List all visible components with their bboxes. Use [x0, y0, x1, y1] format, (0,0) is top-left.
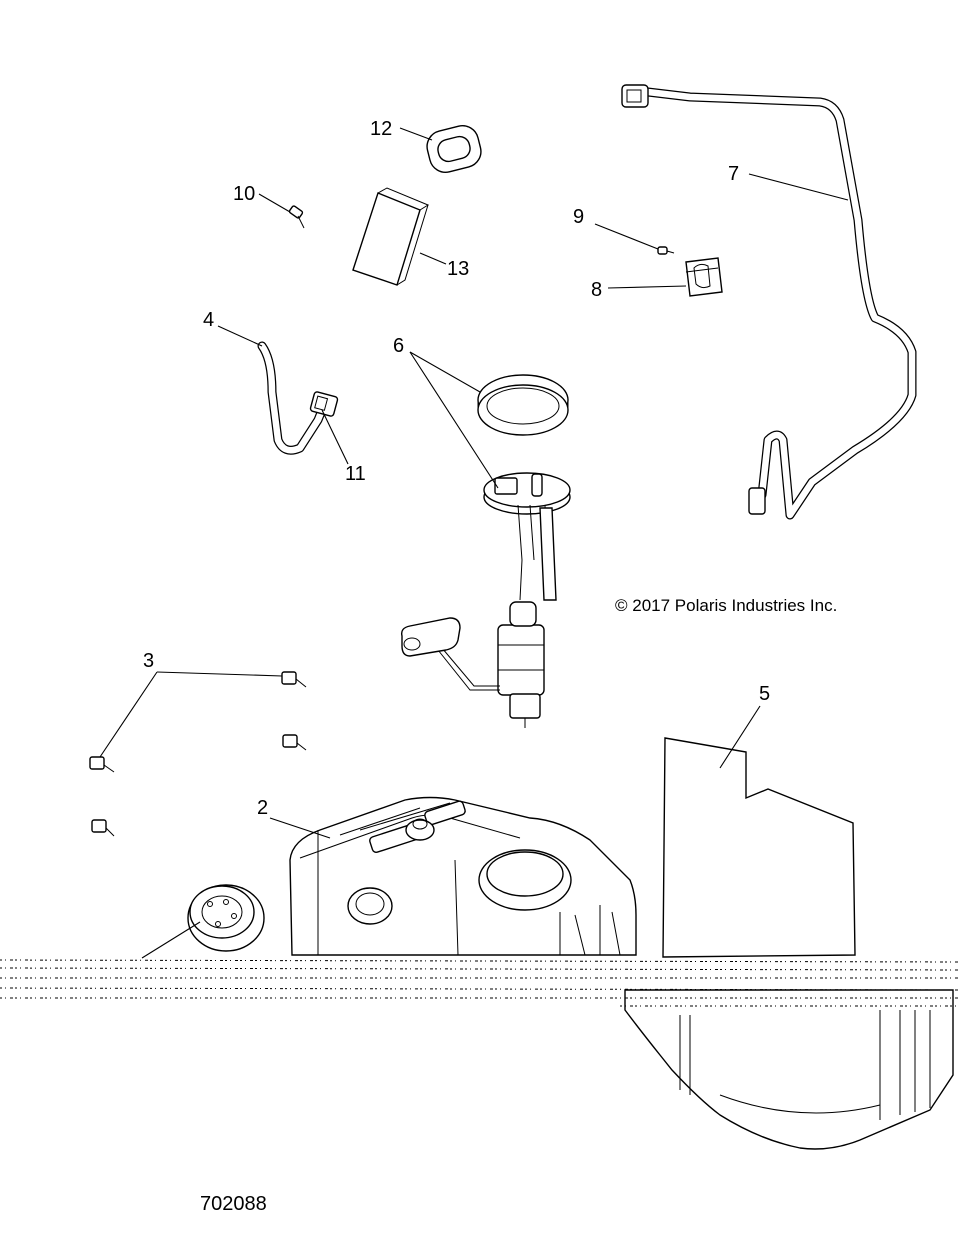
- fuel-tank-part-2: [289, 796, 637, 956]
- callout-10: 10: [233, 183, 255, 205]
- tank-bottom-fragment: [624, 989, 954, 1150]
- fuel-pump-part-6: [400, 472, 571, 728]
- callout-labels: 12 10 13 9 8 7 4 11 6 3 5 2: [143, 118, 770, 819]
- callout-2: 2: [257, 797, 268, 819]
- leader-lines: [99, 127, 849, 959]
- screw-3c: [89, 756, 115, 773]
- copyright-notice: © 2017 Polaris Industries Inc.: [615, 596, 837, 615]
- figure-number: 702088: [200, 1193, 267, 1215]
- screw-part-9: [657, 246, 675, 255]
- vent-hose-part-7: [621, 84, 917, 520]
- clip-part-8: [685, 257, 723, 297]
- screws-part-3: [89, 671, 307, 837]
- callout-6: 6: [393, 335, 404, 357]
- callout-3: 3: [143, 650, 154, 672]
- lock-ring-part-6: [477, 374, 569, 436]
- callout-12: 12: [370, 118, 392, 140]
- scan-noise-band: [0, 959, 960, 1007]
- callout-5: 5: [759, 683, 770, 705]
- connector-part-11: [309, 391, 339, 417]
- callout-9: 9: [573, 206, 584, 228]
- screw-3d: [91, 819, 115, 837]
- screw-part-10: [288, 205, 305, 229]
- grommet-part-12: [426, 125, 482, 173]
- harness-part-4: [257, 341, 327, 455]
- fuel-cap-part-1: [187, 884, 265, 952]
- foam-block-part-13: [352, 187, 430, 286]
- callout-13: 13: [447, 258, 469, 280]
- callout-11: 11: [345, 463, 366, 485]
- callout-4: 4: [203, 309, 214, 331]
- screw-3b: [282, 734, 307, 751]
- callout-7: 7: [728, 163, 739, 185]
- callout-8: 8: [591, 279, 602, 301]
- screw-3a: [281, 671, 307, 688]
- pad-part-5: [662, 737, 856, 958]
